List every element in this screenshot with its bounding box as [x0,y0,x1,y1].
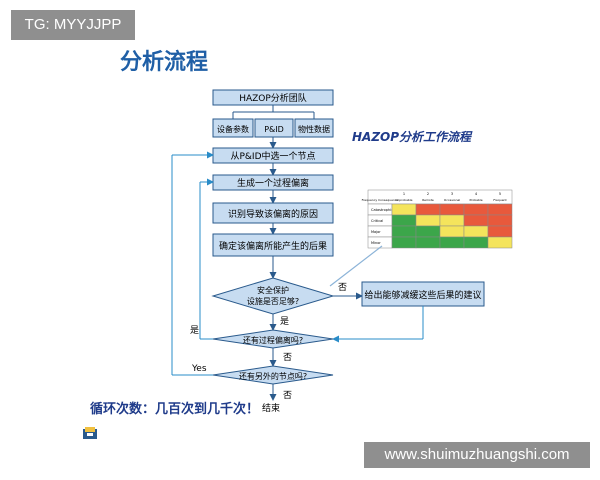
box-select-node-label: 从P&ID中选一个节点 [230,150,315,162]
box-recommend-label: 给出能够减缓这些后果的建议 [364,289,481,301]
matrix-col-label: Frequent [493,198,507,202]
matrix-cell [391,203,417,216]
matrix-cell [439,214,465,227]
box-props-label: 物性数据 [298,124,330,134]
matrix-cell [463,225,489,238]
loop-count-note: 循环次数：几百次到几千次！ [90,402,260,417]
matrix-connector [329,245,383,287]
slide-title: 分析流程 [120,49,209,75]
matrix-cell [463,214,489,227]
matrix-cell [487,203,513,216]
matrix-cell [439,203,465,216]
box-pid [254,118,294,138]
matrix-col-number: 5 [499,192,501,196]
matrix-cell [487,214,513,227]
matrix-row-label: Catastrophic [371,208,393,212]
matrix-col-label: Improbable [395,198,412,202]
matrix-col-number: 4 [475,192,478,196]
end-label: 结束 [262,402,280,414]
diamond-safeguards [211,277,335,315]
diamond-more-deviations-label: 还有过程偏离吗? [243,335,303,345]
matrix-cell [487,225,513,238]
box-gen-deviation-label: 生成一个过程偏离 [237,177,309,189]
matrix-cell [415,214,441,227]
matrix-cell [439,236,465,249]
box-team-label: HAZOP分析团队 [239,92,307,104]
matrix-cell [391,236,417,249]
box-equip-label: 设备参数 [217,124,249,134]
matrix-cell [439,225,465,238]
box-pid-label: P&ID [264,125,284,134]
box-recommend [361,281,485,307]
diagram-title: HAZOP分析工作流程 [352,130,473,144]
matrix-cell [415,203,441,216]
matrix-row-label: Minor [371,241,381,245]
matrix-cell [463,203,489,216]
matrix-col-label: Occasional [444,198,460,202]
diamond-safeguards-label-1: 安全保护 [257,285,289,295]
label-yes-2: Yes [191,364,207,374]
matrix-cell [487,236,513,249]
watermark-top: TG: MYYJJPP [11,10,135,40]
document-icon [83,427,97,439]
diamond-safeguards-label-2: 设施是否足够? [247,296,299,306]
matrix-col-label: Frequency Consequence [362,198,399,202]
matrix-row-label: Major [371,230,381,234]
diamond-more-nodes-label: 还有另外的节点吗? [239,371,307,381]
matrix-cell [415,225,441,238]
matrix-cell [415,236,441,249]
label-no-3: 否 [283,390,292,401]
label-yes-1: 是 [280,316,289,327]
box-consequences-label: 确定该偏离所能产生的后果 [219,240,327,252]
matrix-cell [463,236,489,249]
label-no-2: 否 [283,352,292,363]
matrix-cell [391,225,417,238]
matrix-row-label: Critical [371,219,383,223]
label-yes-loop: 是 [190,325,199,336]
matrix-col-label: Remote [422,198,434,202]
matrix-col-number: 1 [403,192,405,196]
box-causes-label: 识别导致该偏离的原因 [228,208,318,220]
matrix-col-number: 3 [451,192,453,196]
matrix-col-number: 2 [427,192,429,196]
label-no-1: 否 [338,282,347,293]
matrix-cell [391,214,417,227]
matrix-col-label: Probable [469,198,482,202]
watermark-bottom: www.shuimuzhuangshi.com [364,442,590,468]
